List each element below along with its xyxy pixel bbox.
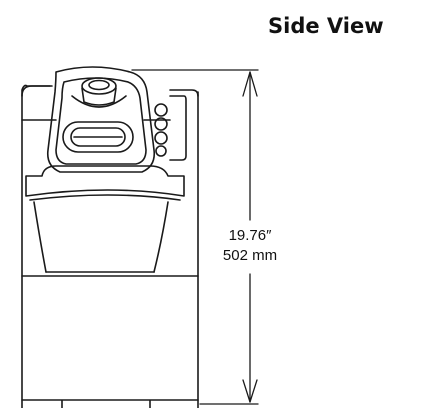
right-recess [153, 201, 169, 273]
view-title: Side View [268, 14, 384, 38]
nozzle-neck [81, 87, 117, 106]
nozzle-opening [88, 79, 110, 91]
dimension-arrow-top [242, 71, 258, 97]
cowl-lower-curve [29, 194, 181, 201]
cabinet-body [21, 84, 199, 408]
cabinet-top-left-corner [21, 85, 53, 97]
nozzle-top [81, 77, 117, 95]
height-dimension-inches: 19.76″ [228, 227, 272, 244]
dimension-arrow-bottom [242, 379, 258, 403]
head-module-outer [46, 66, 156, 173]
control-button-4 [155, 145, 167, 157]
head-module-inner [55, 77, 147, 165]
control-button-3 [154, 131, 168, 145]
control-panel [169, 95, 187, 161]
cabinet-right-top [169, 89, 199, 97]
base-foot [21, 399, 199, 408]
control-button-2 [154, 117, 168, 131]
front-cowl [25, 165, 185, 197]
height-dimension-mm: 502 mm [222, 247, 278, 264]
nozzle-base [71, 95, 127, 108]
control-button-1 [154, 103, 168, 117]
display-window-inner [70, 127, 126, 147]
left-recess [33, 201, 47, 273]
display-window-outer [62, 121, 134, 153]
